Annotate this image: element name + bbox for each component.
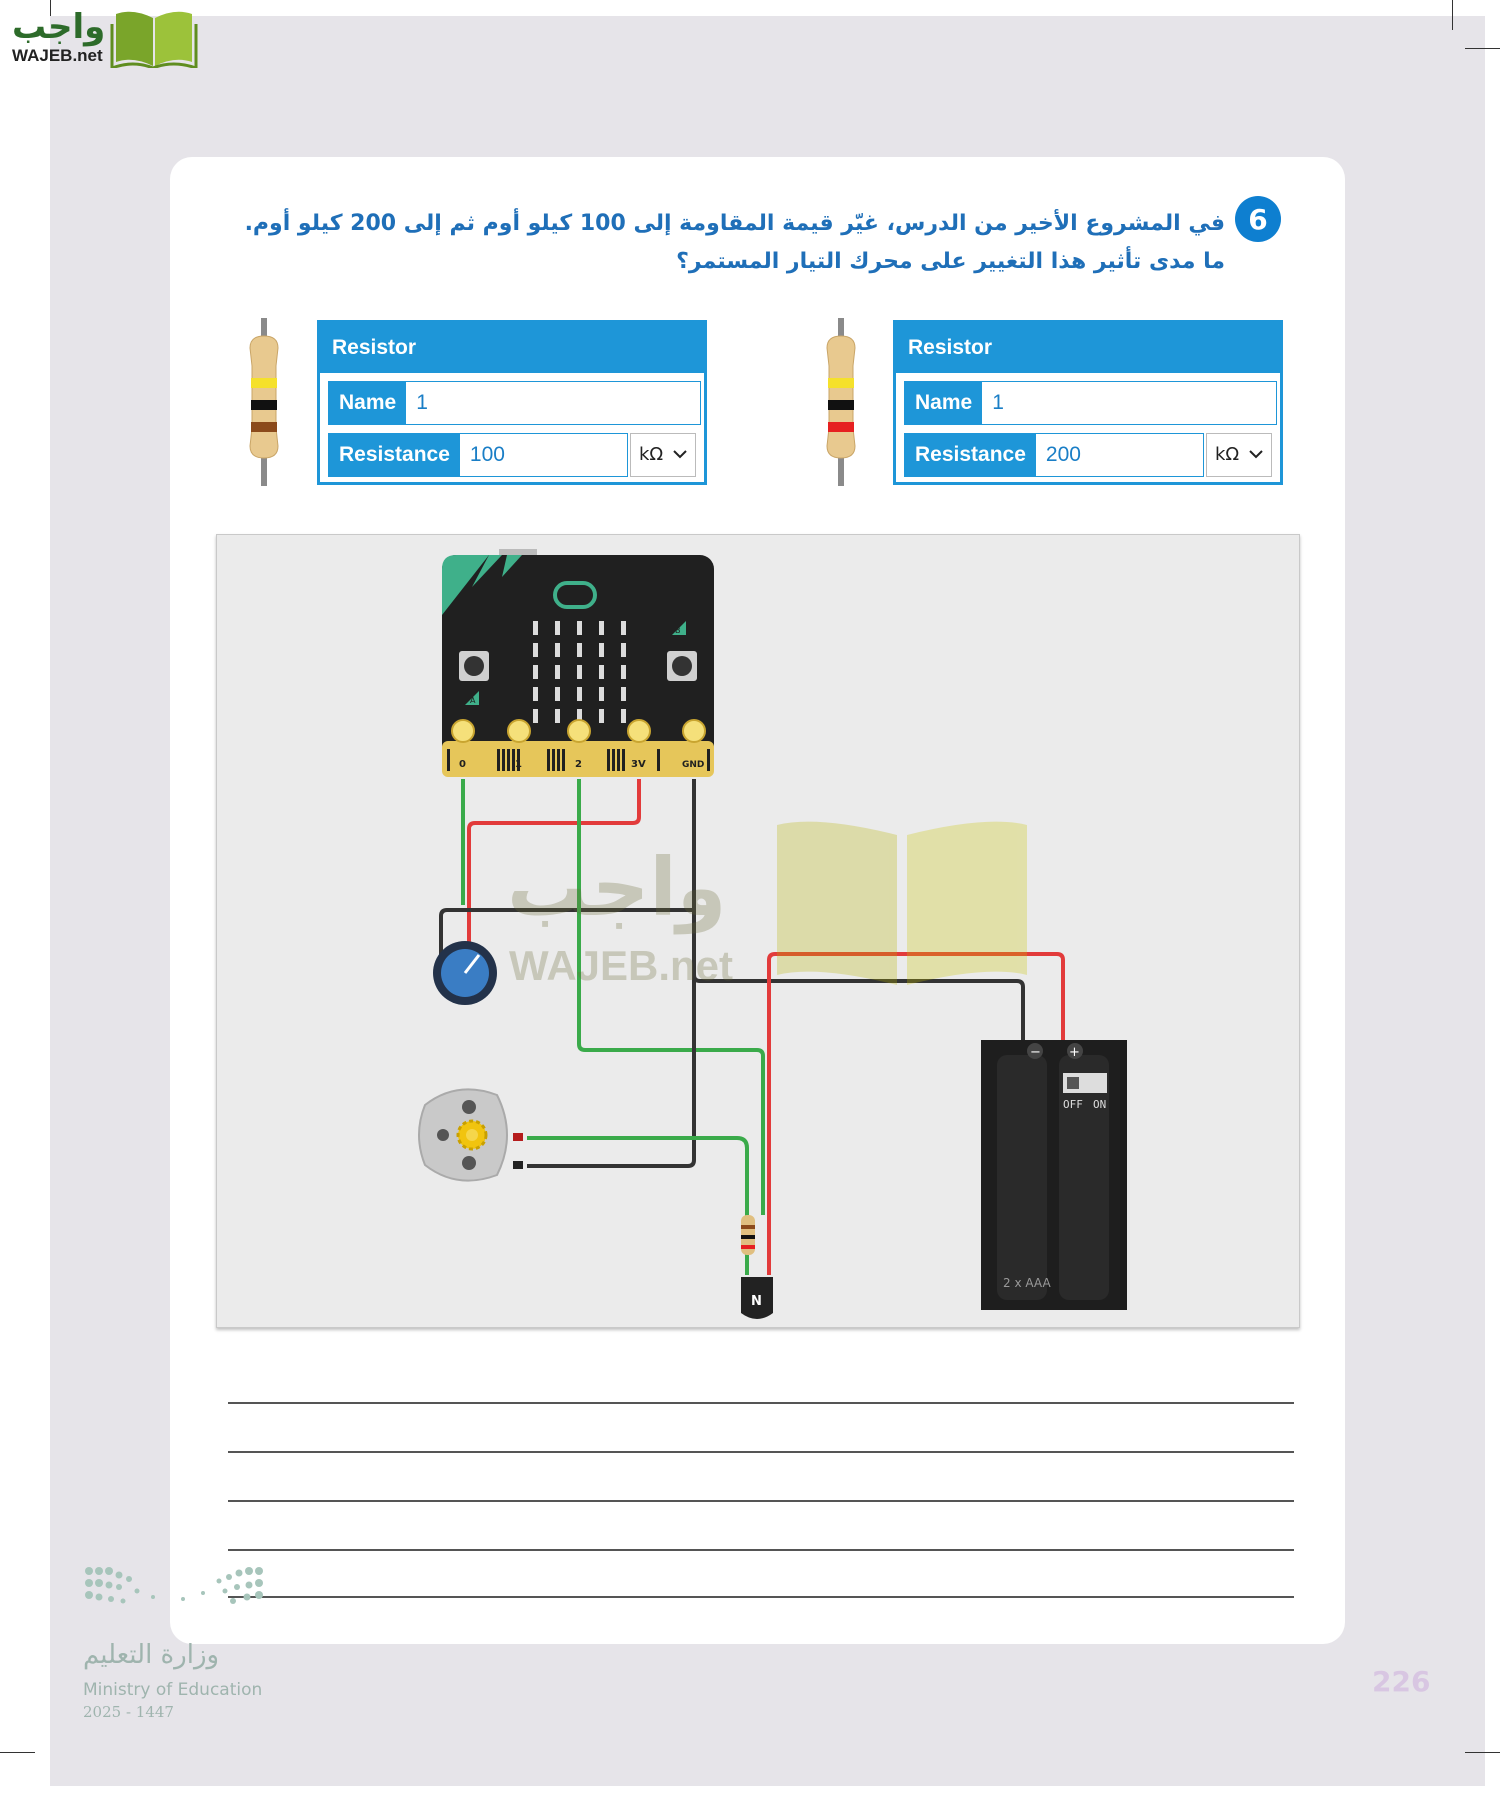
pin-1-label: 1 (515, 759, 522, 770)
potentiometer[interactable] (433, 941, 497, 1005)
answer-line[interactable] (228, 1596, 1294, 1598)
transistor-label: N (751, 1294, 762, 1309)
watermark-latin: WAJEB.net (509, 942, 733, 989)
unit-value: kΩ (639, 444, 664, 465)
academic-year: 2025 - 1447 (83, 1703, 174, 1721)
chevron-down-icon (673, 450, 687, 459)
crop-mark (1465, 48, 1500, 49)
dc-motor (418, 1088, 523, 1182)
answer-line[interactable] (228, 1500, 1294, 1502)
pin-gnd-label: GND (682, 760, 704, 770)
resistance-value: 100 (469, 443, 505, 466)
wire-green-pin2 (577, 779, 765, 1215)
ministry-logo-icon (85, 1567, 263, 1604)
page-number: 226 (1372, 1665, 1431, 1698)
name-field[interactable]: Name 1 (904, 381, 1277, 425)
resistance-value: 200 (1045, 443, 1081, 466)
npn-transistor: N (741, 1277, 773, 1319)
button-b-label: B (675, 626, 681, 635)
wire-green-motor (527, 1136, 749, 1275)
crop-mark (0, 1752, 35, 1753)
crop-mark (1465, 1752, 1500, 1753)
microbit-board: A B 0 1 2 3V GND (442, 549, 714, 777)
brand-arabic: واجب (12, 7, 105, 47)
wajeb-logo: واجب WAJEB.net (8, 4, 198, 72)
power-switch[interactable] (1063, 1073, 1107, 1093)
wire-red-battery (767, 952, 1065, 1275)
name-field[interactable]: Name 1 (328, 381, 701, 425)
crop-mark (1452, 0, 1453, 30)
pin-2-label: 2 (575, 759, 582, 770)
button-a-label: A (470, 696, 476, 705)
battery-type-label: 2 x AAA (1003, 1276, 1051, 1290)
button-b[interactable]: B (667, 621, 697, 681)
answer-line[interactable] (228, 1549, 1294, 1551)
name-label: Name (905, 382, 983, 424)
question-text: في المشروع الأخير من الدرس، غيّر قيمة ال… (244, 211, 1225, 274)
watermark: واجب WAJEB.net (507, 821, 1027, 989)
resistance-label: Resistance (905, 434, 1036, 476)
answer-line[interactable] (228, 1402, 1294, 1404)
unit-select[interactable]: kΩ (630, 433, 696, 477)
resistor-panel-200: Resistor Name 1 Resistance 200 kΩ (893, 320, 1283, 485)
name-value: 1 (992, 391, 1004, 414)
resistance-field[interactable]: Resistance 200 (904, 433, 1204, 477)
resistance-label: Resistance (329, 434, 460, 476)
battery-plus: + (1069, 1045, 1080, 1060)
ministry-name-arabic: وزارة التعليم (83, 1640, 220, 1670)
switch-on-label: ON (1093, 1098, 1106, 1111)
watermark-arabic: واجب (507, 841, 727, 935)
question-number: 6 (1235, 196, 1281, 242)
wire-black-gnd-motor (527, 910, 696, 1168)
wire-black-battery (692, 974, 1025, 1040)
battery-pack: − + OFF ON 2 x AAA (981, 1040, 1127, 1310)
ministry-name-english: Ministry of Education (83, 1680, 263, 1700)
wire-black-gnd-pot (439, 779, 696, 955)
switch-off-label: OFF (1063, 1098, 1083, 1111)
crop-mark (50, 0, 51, 16)
circuit-diagram: A B 0 1 2 3V GND (216, 534, 1300, 1328)
name-value: 1 (416, 391, 428, 414)
unit-value: kΩ (1215, 444, 1240, 465)
resistance-field[interactable]: Resistance 100 (328, 433, 628, 477)
resistor-icon-200 (826, 318, 856, 486)
name-label: Name (329, 382, 407, 424)
chevron-down-icon (1249, 450, 1263, 459)
wires (439, 779, 1065, 1275)
battery-minus: − (1030, 1045, 1041, 1060)
button-a[interactable]: A (459, 651, 489, 705)
resistor-icon-100 (249, 318, 279, 486)
brand-latin: WAJEB.net (12, 46, 103, 65)
answer-line[interactable] (228, 1451, 1294, 1453)
pin-0-label: 0 (459, 759, 466, 770)
resistor-panel-100: Resistor Name 1 Resistance 100 kΩ (317, 320, 707, 485)
panel-title: Resistor (896, 323, 1280, 373)
wire-red-3v (467, 779, 641, 955)
unit-select[interactable]: kΩ (1206, 433, 1272, 477)
pin-3v-label: 3V (631, 759, 646, 770)
panel-title: Resistor (320, 323, 704, 373)
small-resistor (741, 1215, 755, 1255)
